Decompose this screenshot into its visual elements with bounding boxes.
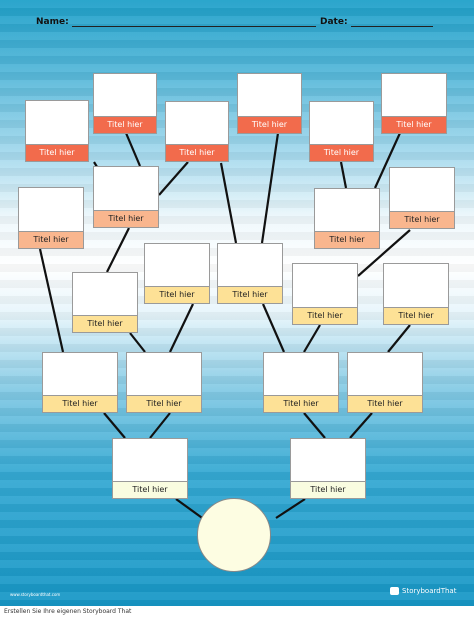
card-title: Titel hier	[26, 144, 88, 161]
connector	[260, 132, 280, 244]
connector	[373, 132, 402, 189]
connector	[303, 412, 326, 439]
ancestor-card[interactable]: Titel hier	[72, 272, 138, 333]
connector	[158, 161, 189, 196]
logo-text: StoryboardThat	[402, 587, 457, 595]
ancestor-card[interactable]: Titel hier	[314, 188, 380, 249]
card-title: Titel hier	[238, 116, 301, 133]
ancestor-card[interactable]: Titel hier	[237, 73, 302, 134]
card-title: Titel hier	[293, 307, 357, 324]
card-title: Titel hier	[390, 211, 454, 228]
card-title: Titel hier	[113, 481, 187, 498]
connector	[387, 324, 411, 353]
connector	[124, 132, 142, 167]
worksheet-background: Name: Date: Titel	[0, 0, 474, 606]
connector	[261, 303, 286, 353]
ancestor-card[interactable]: Titel hier	[381, 73, 447, 134]
ancestor-card[interactable]: Titel hier	[93, 73, 157, 134]
root-circle[interactable]	[197, 498, 271, 572]
date-label: Date:	[320, 17, 348, 27]
name-underline	[71, 17, 316, 27]
parent-card[interactable]: Titel hier	[126, 352, 202, 413]
connector	[38, 248, 65, 353]
ancestor-card[interactable]: Titel hier	[165, 101, 229, 162]
connector	[303, 324, 321, 353]
logo-icon	[390, 587, 399, 595]
credit-text: Erstellen Sie Ihre eigenen Storyboard Th…	[4, 608, 132, 615]
card-title: Titel hier	[166, 144, 228, 161]
parent-card[interactable]: Titel hier	[263, 352, 339, 413]
connector	[129, 332, 146, 353]
parent-card[interactable]: Titel hier	[347, 352, 423, 413]
card-title: Titel hier	[43, 395, 117, 412]
ancestor-card[interactable]: Titel hier	[144, 243, 210, 304]
card-title: Titel hier	[19, 231, 83, 248]
card-title: Titel hier	[384, 307, 448, 324]
date-underline	[350, 17, 433, 27]
sibling-card[interactable]: Titel hier	[112, 438, 188, 499]
date-field: Date:	[320, 17, 433, 27]
connector	[175, 498, 206, 521]
ancestor-card[interactable]: Titel hier	[309, 101, 374, 162]
ancestor-card[interactable]: Titel hier	[217, 243, 283, 304]
site-url: www.storyboardthat.com	[10, 592, 61, 597]
name-field: Name:	[36, 17, 316, 27]
connector-lines	[38, 132, 411, 521]
parent-card[interactable]: Titel hier	[42, 352, 118, 413]
storyboardthat-logo: StoryboardThat	[390, 587, 456, 595]
card-title: Titel hier	[264, 395, 338, 412]
card-title: Titel hier	[94, 210, 158, 227]
card-title: Titel hier	[127, 395, 201, 412]
connector	[275, 498, 306, 519]
ancestor-card[interactable]: Titel hier	[389, 167, 455, 229]
ancestor-card[interactable]: Titel hier	[25, 100, 89, 162]
card-title: Titel hier	[382, 116, 446, 133]
card-title: Titel hier	[310, 144, 373, 161]
card-title: Titel hier	[218, 286, 282, 303]
ancestor-card[interactable]: Titel hier	[383, 263, 449, 325]
connector	[349, 412, 373, 439]
connector	[169, 303, 194, 353]
ancestor-card[interactable]: Titel hier	[93, 166, 159, 228]
connector	[219, 162, 238, 244]
ancestor-card[interactable]: Titel hier	[292, 263, 358, 325]
card-title: Titel hier	[94, 116, 156, 133]
connector	[339, 161, 348, 189]
card-title: Titel hier	[145, 286, 209, 303]
card-title: Titel hier	[348, 395, 422, 412]
ancestor-card[interactable]: Titel hier	[18, 187, 84, 249]
connector	[149, 412, 171, 439]
name-label: Name:	[36, 17, 69, 27]
card-title: Titel hier	[73, 315, 137, 332]
connector	[106, 227, 130, 273]
sibling-card[interactable]: Titel hier	[290, 438, 366, 499]
card-title: Titel hier	[315, 231, 379, 248]
connector	[103, 412, 126, 439]
card-title: Titel hier	[291, 481, 365, 498]
connector	[357, 229, 411, 277]
